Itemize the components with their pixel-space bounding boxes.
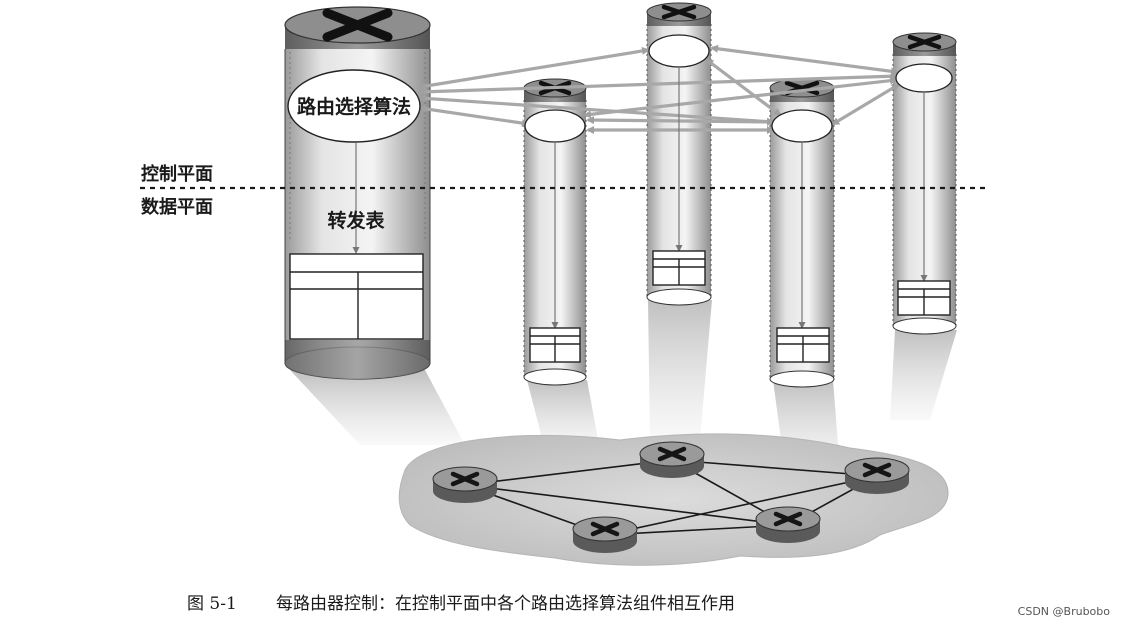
- algorithm-oval-d: [771, 109, 833, 143]
- figure-caption: 每路由器控制：在控制平面中各个路由选择算法组件相互作用: [276, 594, 735, 614]
- router-cross-icon: [661, 4, 697, 20]
- forwarding-table-e: [897, 280, 951, 316]
- control-plane-label: 控制平面: [141, 163, 213, 185]
- router-cross-icon: [907, 34, 942, 50]
- network-routers: [432, 441, 910, 553]
- watermark: CSDN @Brubobo: [1018, 605, 1111, 618]
- forwarding-table-d: [776, 327, 830, 363]
- routing-algorithm-ovals: [287, 34, 953, 143]
- install-table-arrows: [352, 67, 928, 329]
- data-plane-label: 数据平面: [141, 196, 213, 218]
- algorithm-oval-large: [287, 69, 421, 143]
- algorithm-oval-e: [895, 63, 953, 93]
- router-cross-icon: [322, 8, 393, 42]
- forwarding-table-label: 转发表: [327, 209, 385, 232]
- router-icon: [639, 441, 705, 478]
- forwarding-table-b: [529, 327, 581, 363]
- router-icon: [755, 506, 821, 543]
- algorithm-oval-b: [524, 109, 586, 143]
- forwarding-table-large: [289, 253, 424, 340]
- forwarding-table-c: [652, 250, 706, 286]
- forwarding-tables: [289, 250, 951, 363]
- router-icon: [572, 516, 638, 553]
- router-icon: [844, 457, 910, 494]
- router-icon: [432, 466, 498, 503]
- algorithm-oval-c: [648, 34, 710, 68]
- figure-number: 图 5-1: [187, 594, 237, 614]
- control-plane-arrows: [418, 44, 900, 134]
- algorithm-label: 路由选择算法: [297, 95, 411, 118]
